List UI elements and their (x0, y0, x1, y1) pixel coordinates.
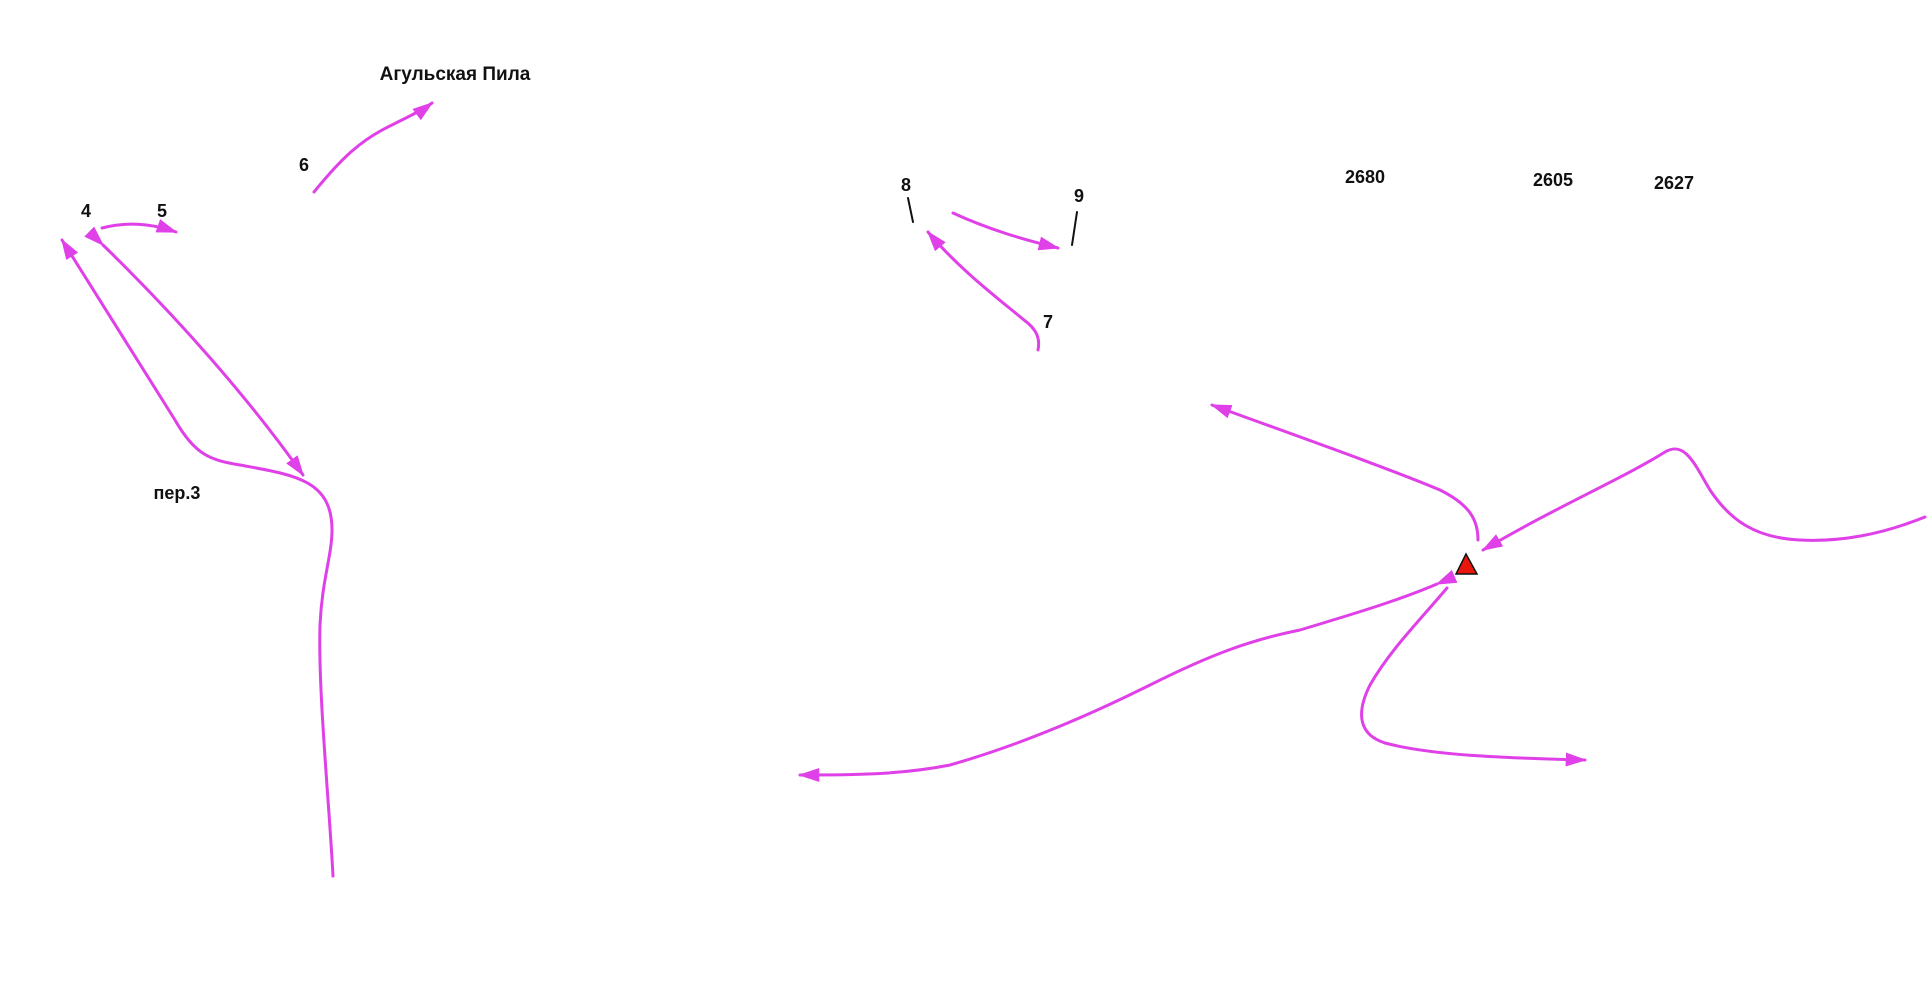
route-peak-to-southeast[interactable] (1360, 586, 1587, 767)
label-altitude-2680: 2680 (1345, 167, 1385, 187)
label-point-9: 9 (1074, 186, 1084, 206)
label-point-6: 6 (299, 155, 309, 175)
red-triangle-peak-icon[interactable] (1454, 552, 1479, 575)
route-point-4-to-pass-3[interactable] (84, 226, 305, 477)
label-point-8: 8 (901, 175, 911, 195)
route-peak-to-northwest[interactable] (1210, 403, 1480, 542)
route-point-4-to-point-5[interactable] (100, 219, 178, 234)
leader-line-point-9 (1071, 211, 1078, 246)
label-pass-3: пер.3 (154, 483, 201, 503)
label-altitude-2627: 2627 (1654, 173, 1694, 193)
route-peak-to-southwest[interactable] (798, 569, 1458, 782)
label-point-7: 7 (1043, 312, 1053, 332)
label-altitude-2605: 2605 (1533, 170, 1573, 190)
route-east-ridge-to-peak[interactable] (1481, 447, 1927, 552)
route-point-7-to-point-8[interactable] (926, 230, 1041, 352)
label-point-4: 4 (81, 201, 91, 221)
label-agulskaya-pila: Агульская Пила (380, 64, 531, 85)
leader-line-point-8 (907, 197, 914, 223)
route-point-8-to-point-9[interactable] (951, 211, 1060, 251)
label-point-5: 5 (157, 201, 167, 221)
route-trail-to-point-4[interactable] (60, 238, 335, 878)
route-point-6-to-pilа-ridge[interactable] (312, 101, 434, 194)
